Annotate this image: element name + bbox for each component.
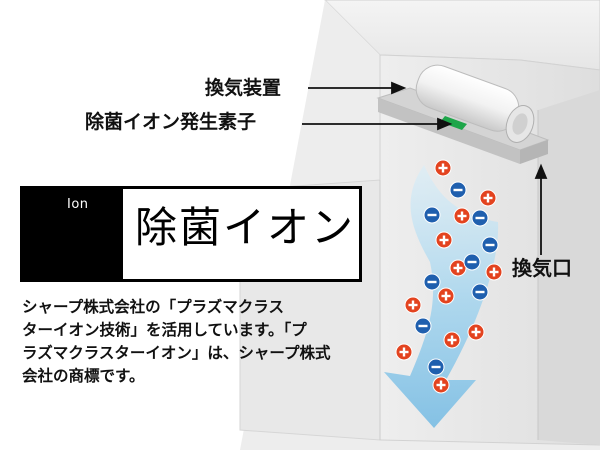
minus-ion-icon [423,206,441,224]
logo-small-text: Ion [67,197,89,212]
generator-element [440,116,467,130]
callout-lines [302,81,548,255]
ventilation-unit [376,64,550,164]
ion-cloud [395,159,503,394]
logo-mark-panel: Ion [23,189,123,279]
plus-ion-icon [437,287,455,305]
plus-ion-icon [435,231,453,249]
plus-ion-icon [467,323,485,341]
ventilation-port-label: 換気口 [512,256,572,280]
minus-ion-icon [414,317,432,335]
logo-main-text: 除菌イオン [135,203,356,252]
caption-text: シャープ株式会社の「プラズマクラス ターイオン技術」を活用しています。「プ ラズ… [22,296,367,388]
minus-ion-icon [471,209,489,227]
plus-ion-icon [432,376,450,394]
minus-ion-icon [463,253,481,271]
caption-line: ラズマクラスターイオン」は、シャープ株式 [22,344,331,362]
minus-ion-icon [481,236,499,254]
caption-line: 会社の商標です。 [22,367,145,385]
plus-ion-icon [395,343,413,361]
plus-ion-icon [434,159,452,177]
caption-line: シャープ株式会社の「プラズマクラス [22,298,284,316]
caption-line: ターイオン技術」を活用しています。「プ [22,321,307,339]
plus-ion-icon [443,331,461,349]
plus-ion-icon [485,263,503,281]
ion-generator-label: 除菌イオン発生素子 [85,111,257,133]
ion-logo: Ion 除菌イオン [20,186,362,282]
plus-ion-icon [453,207,471,225]
minus-ion-icon [427,358,445,376]
minus-ion-icon [449,181,467,199]
minus-ion-icon [471,283,489,301]
plus-ion-icon [479,189,497,207]
minus-ion-icon [423,273,441,291]
ventilation-device-label: 換気装置 [205,77,282,99]
plus-ion-icon [404,296,422,314]
